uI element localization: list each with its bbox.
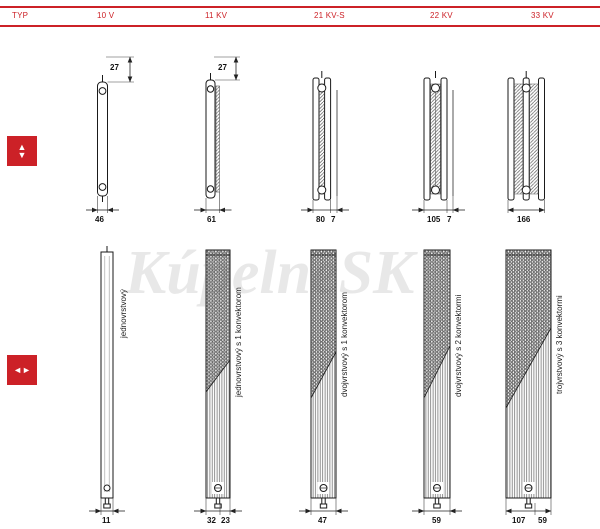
arrow-up-icon: ▲ xyxy=(17,142,27,152)
arrow-down-icon: ▼ xyxy=(17,150,27,160)
dim-22kv-front: 59 xyxy=(432,516,441,525)
dim-10v-depth: 46 xyxy=(95,215,104,224)
dim-21kvs-front: 47 xyxy=(318,516,327,525)
figure-11kv-front xyxy=(194,249,242,515)
figure-10v-front xyxy=(89,246,125,515)
dim-11kv-front-a: 32 xyxy=(207,516,216,525)
dim-33kv-depth: 166 xyxy=(517,215,531,224)
arrow-left-icon: ◄ xyxy=(13,365,22,375)
dim-11kv-depth: 61 xyxy=(207,215,216,224)
figure-22kv-section xyxy=(412,71,465,213)
header-col-22kv: 22 KV xyxy=(430,11,453,20)
height-range-icon: ▲ ▼ xyxy=(7,136,37,166)
header-col-21kvs: 21 KV-S xyxy=(314,11,345,20)
figure-11kv-section xyxy=(194,56,240,213)
figure-22kv-front xyxy=(412,249,462,515)
dim-22kv-offset: 7 xyxy=(447,215,452,224)
dim-10v-front: 11 xyxy=(102,516,111,525)
header-bottom-rule xyxy=(0,25,600,27)
dim-10v-top: 27 xyxy=(110,63,119,72)
width-range-icon: ◄ ► xyxy=(7,355,37,385)
dim-21kvs-depth: 80 xyxy=(316,215,325,224)
header-col-33kv: 33 KV xyxy=(531,11,554,20)
figure-21kvs-section xyxy=(301,71,349,213)
figure-33kv-section xyxy=(507,71,545,213)
dim-33kv-front-a: 107 xyxy=(512,516,526,525)
header-typ-label: TYP xyxy=(12,11,29,20)
header-col-11kv: 11 KV xyxy=(205,11,228,20)
dim-11kv-top: 27 xyxy=(218,63,227,72)
header-col-10v: 10 V xyxy=(97,11,115,20)
dim-22kv-depth: 105 xyxy=(427,215,441,224)
dim-33kv-front-b: 59 xyxy=(538,516,547,525)
figure-21kvs-front xyxy=(299,249,348,515)
dim-21kvs-offset: 7 xyxy=(331,215,336,224)
figure-33kv-front xyxy=(505,249,552,515)
arrow-right-icon: ► xyxy=(22,365,31,375)
dim-11kv-front-b: 23 xyxy=(221,516,230,525)
header-top-rule xyxy=(0,6,600,8)
figure-10v-section xyxy=(86,56,134,213)
